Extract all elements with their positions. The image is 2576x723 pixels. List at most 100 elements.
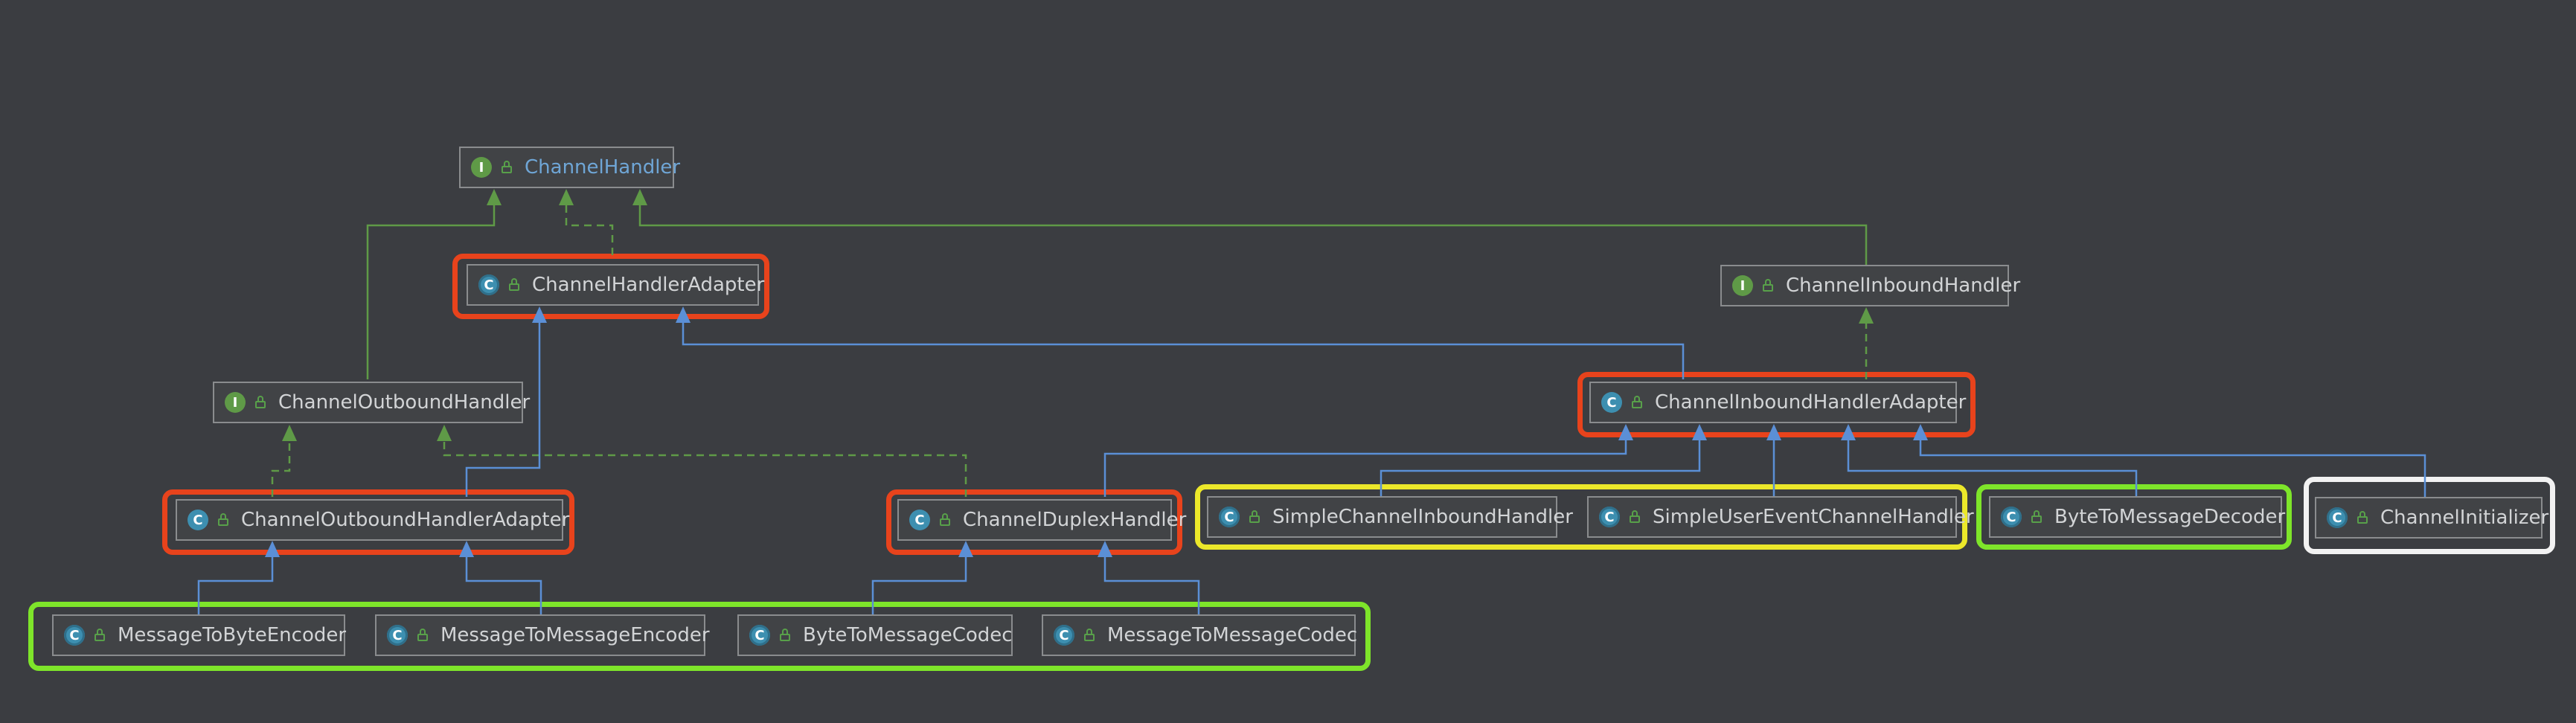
node-label: ChannelDuplexHandler [963,509,1187,531]
edge-outbound-adapter-to-handler-adapter [465,317,541,497]
abstract-class-icon: C [749,625,770,646]
visibility-icon [1247,510,1263,524]
highlight-frame-handler-adapter [452,254,769,319]
highlight-frame-duplex-handler [886,489,1182,555]
implements-arrowheads [282,189,1874,441]
edge-inbound-handler-to-handler [638,199,1868,265]
edge-inbound-adapter-to-handler-adapter [682,317,1685,379]
highlight-frame-initializer [2304,477,2555,554]
node-label: ChannelInboundHandlerAdapter [1655,391,1967,414]
node-message-to-message-codec[interactable]: C MessageToMessageCodec [1042,614,1358,656]
abstract-class-icon: C [1599,507,1620,527]
visibility-icon [938,513,954,527]
edge-duplex-to-inbound-adapter [1103,435,1627,497]
node-label: SimpleUserEventChannelHandler [1653,506,1974,528]
class-icon: C [188,510,208,530]
node-byte-to-message-codec[interactable]: C ByteToMessageCodec [737,614,1013,656]
node-label: ChannelInboundHandler [1786,274,2021,297]
edge-msg-byte-encoder-to-outbound-adapter [197,550,274,614]
visibility-icon [778,629,794,642]
visibility-icon [1760,279,1777,292]
visibility-icon [2355,511,2371,524]
edge-msg-msg-codec-to-duplex [1103,550,1200,614]
visibility-icon [2029,510,2045,524]
visibility-icon [415,629,432,642]
visibility-icon [92,629,109,642]
node-channel-handler-adapter[interactable]: C ChannelHandlerAdapter [467,264,764,306]
highlight-frame-codecs [28,602,1371,671]
node-simple-user-event-channel-handler[interactable]: C SimpleUserEventChannelHandler [1587,496,1974,538]
arrowhead-handler-adapter-right [676,306,691,323]
edge-initializer-to-inbound-adapter [1919,435,2426,497]
edge-decoder-to-inbound-adapter [1847,435,2138,497]
node-channel-outbound-handler[interactable]: I ChannelOutboundHandler [213,382,530,423]
arrowhead-inbound-adapter-5 [1913,424,1928,440]
node-message-to-byte-encoder[interactable]: C MessageToByteEncoder [52,614,347,656]
node-label: ChannelInitializer [2380,507,2549,529]
implements-edges [271,199,1868,497]
visibility-icon [1627,510,1644,524]
visibility-icon [1630,396,1646,409]
edge-byte-msg-codec-to-duplex [871,550,967,614]
highlight-frame-decoder [1976,484,2292,550]
class-icon: C [1601,392,1622,413]
arrowhead-handler-mid [559,189,574,205]
visibility-icon [253,396,269,409]
node-channel-outbound-handler-adapter[interactable]: C ChannelOutboundHandlerAdapter [176,499,569,541]
highlight-frame-simple-handlers [1195,484,1967,550]
arrowhead-inbound-adapter-4 [1841,424,1856,440]
arrowhead-handler-adapter-left [532,306,547,323]
node-label: ChannelHandler [525,156,681,179]
abstract-class-icon: C [2001,507,2022,527]
abstract-class-icon: C [2327,507,2348,528]
node-byte-to-message-decoder[interactable]: C ByteToMessageDecoder [1989,496,2286,538]
visibility-icon [1082,629,1098,642]
arrowhead-inbound-handler [1859,307,1874,324]
class-icon: C [909,510,930,530]
arrowhead-duplex-left [958,541,973,557]
node-label: ChannelOutboundHandler [278,391,531,414]
node-label: ByteToMessageDecoder [2054,506,2286,528]
edge-handler-adapter-to-handler [565,199,614,255]
node-label: SimpleChannelInboundHandler [1272,506,1573,528]
node-label: MessageToByteEncoder [118,624,347,646]
node-label: MessageToMessageCodec [1107,624,1358,646]
node-channel-inbound-handler-adapter[interactable]: C ChannelInboundHandlerAdapter [1589,382,1966,423]
node-channel-initializer[interactable]: C ChannelInitializer [2315,497,2548,539]
node-channel-handler[interactable]: I ChannelHandler [459,147,680,188]
arrowhead-handler-right [632,189,647,205]
node-label: MessageToMessageEncoder [440,624,710,646]
arrowhead-inbound-adapter-2 [1692,424,1707,440]
node-channel-duplex-handler[interactable]: C ChannelDuplexHandler [897,499,1186,541]
arrowhead-outbound-handler-left [282,425,297,441]
visibility-icon [507,278,523,292]
interface-icon: I [471,157,492,178]
node-label: ChannelHandlerAdapter [532,274,765,296]
extends-edges [197,317,2426,614]
highlight-frame-outbound-adapter [162,489,574,555]
edge-msg-msg-encoder-to-outbound-adapter [465,550,542,614]
visibility-icon [216,513,232,527]
node-simple-channel-inbound-handler[interactable]: C SimpleChannelInboundHandler [1207,496,1573,538]
abstract-class-icon: C [387,625,408,646]
edge-outbound-handler-to-handler [366,199,496,379]
node-label: ByteToMessageCodec [803,624,1013,646]
abstract-class-icon: C [478,274,499,295]
arrowhead-inbound-adapter-1 [1618,424,1633,440]
arrowhead-duplex-right [1098,541,1112,557]
abstract-class-icon: C [1219,507,1240,527]
arrowhead-outbound-handler-right [437,425,452,441]
abstract-class-icon: C [64,625,85,646]
abstract-class-icon: C [1054,625,1074,646]
arrowhead-inbound-adapter-3 [1766,424,1781,440]
visibility-icon [499,161,516,174]
node-message-to-message-encoder[interactable]: C MessageToMessageEncoder [375,614,710,656]
edge-simple-inbound-to-inbound-adapter [1380,435,1701,497]
edge-duplex-to-outbound-handler [443,441,967,497]
arrowhead-handler-left [487,189,502,205]
interface-icon: I [225,392,246,413]
edge-outbound-adapter-to-outbound-handler [271,441,291,497]
arrowhead-outbound-adapter-left [265,541,280,557]
node-channel-inbound-handler[interactable]: I ChannelInboundHandler [1720,265,2020,306]
